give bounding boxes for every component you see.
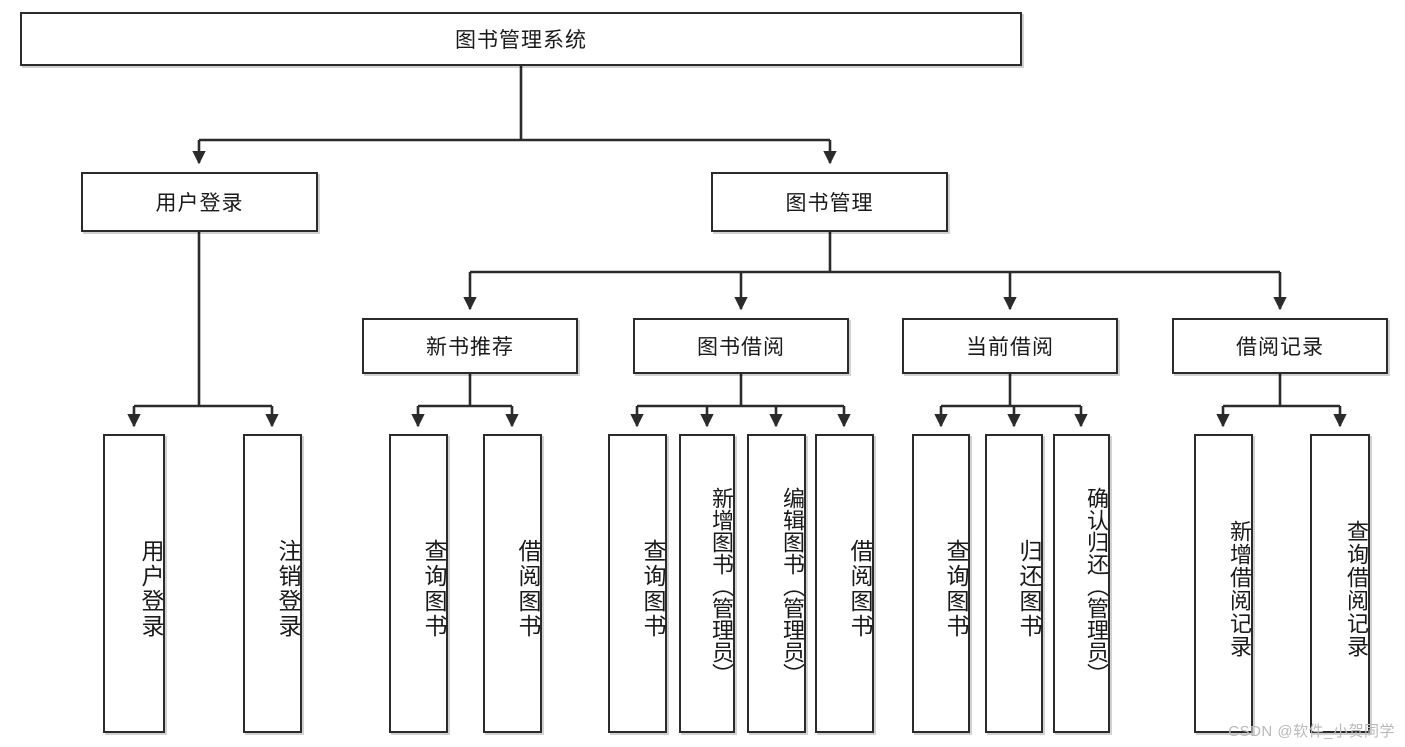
node-root-label: 图书管理系统	[455, 29, 587, 52]
node-leaf-borrow-book-1[interactable]: 借阅图书	[483, 434, 542, 733]
node-leaf-add-borrow-record-label: 新增借阅记录	[1227, 519, 1252, 658]
node-leaf-query-book-3-label: 查询图书	[943, 538, 969, 639]
node-leaf-borrow-book-2[interactable]: 借阅图书	[815, 434, 874, 733]
node-new-book-recommend-label: 新书推荐	[426, 336, 514, 359]
node-leaf-query-borrow-record-label: 查询借阅记录	[1344, 519, 1369, 658]
node-leaf-user-login-label: 用户登录	[138, 538, 164, 639]
node-leaf-edit-book-admin-label: 编辑图书（管理员）	[780, 486, 805, 685]
node-user-login[interactable]: 用户登录	[81, 172, 318, 232]
node-leaf-add-book-admin-label: 新增图书（管理员）	[709, 486, 734, 685]
node-book-management[interactable]: 图书管理	[711, 172, 948, 232]
node-book-borrow-label: 图书借阅	[697, 336, 785, 359]
node-leaf-add-book-admin[interactable]: 新增图书（管理员）	[679, 434, 735, 733]
node-leaf-borrow-book-2-label: 借阅图书	[847, 538, 873, 639]
node-leaf-query-book-1[interactable]: 查询图书	[389, 434, 448, 733]
node-leaf-query-book-3[interactable]: 查询图书	[912, 434, 970, 733]
node-borrow-record-label: 借阅记录	[1236, 336, 1324, 359]
node-leaf-confirm-return-admin[interactable]: 确认归还（管理员）	[1053, 434, 1110, 733]
node-book-management-label: 图书管理	[785, 192, 874, 215]
node-root[interactable]: 图书管理系统	[20, 12, 1022, 66]
node-leaf-return-book-label: 归还图书	[1016, 538, 1042, 639]
node-leaf-return-book[interactable]: 归还图书	[985, 434, 1043, 733]
node-current-borrow-label: 当前借阅	[966, 336, 1054, 359]
node-leaf-borrow-book-1-label: 借阅图书	[515, 538, 541, 639]
node-leaf-query-book-1-label: 查询图书	[421, 538, 447, 639]
node-leaf-user-logout[interactable]: 注销登录	[243, 434, 302, 733]
node-borrow-record[interactable]: 借阅记录	[1172, 318, 1388, 374]
node-leaf-edit-book-admin[interactable]: 编辑图书（管理员）	[747, 434, 806, 733]
node-new-book-recommend[interactable]: 新书推荐	[362, 318, 578, 374]
node-leaf-user-login[interactable]: 用户登录	[103, 434, 165, 733]
node-user-login-label: 用户登录	[155, 192, 244, 215]
node-leaf-query-book-2-label: 查询图书	[640, 538, 666, 639]
node-leaf-confirm-return-admin-label: 确认归还（管理员）	[1084, 486, 1109, 685]
watermark: CSDN @软件_小贺同学	[1228, 723, 1395, 740]
node-leaf-add-borrow-record[interactable]: 新增借阅记录	[1194, 434, 1253, 733]
node-leaf-user-logout-label: 注销登录	[275, 538, 301, 639]
node-leaf-query-borrow-record[interactable]: 查询借阅记录	[1310, 434, 1370, 733]
node-leaf-query-book-2[interactable]: 查询图书	[608, 434, 667, 733]
node-book-borrow[interactable]: 图书借阅	[633, 318, 849, 374]
node-current-borrow[interactable]: 当前借阅	[902, 318, 1118, 374]
